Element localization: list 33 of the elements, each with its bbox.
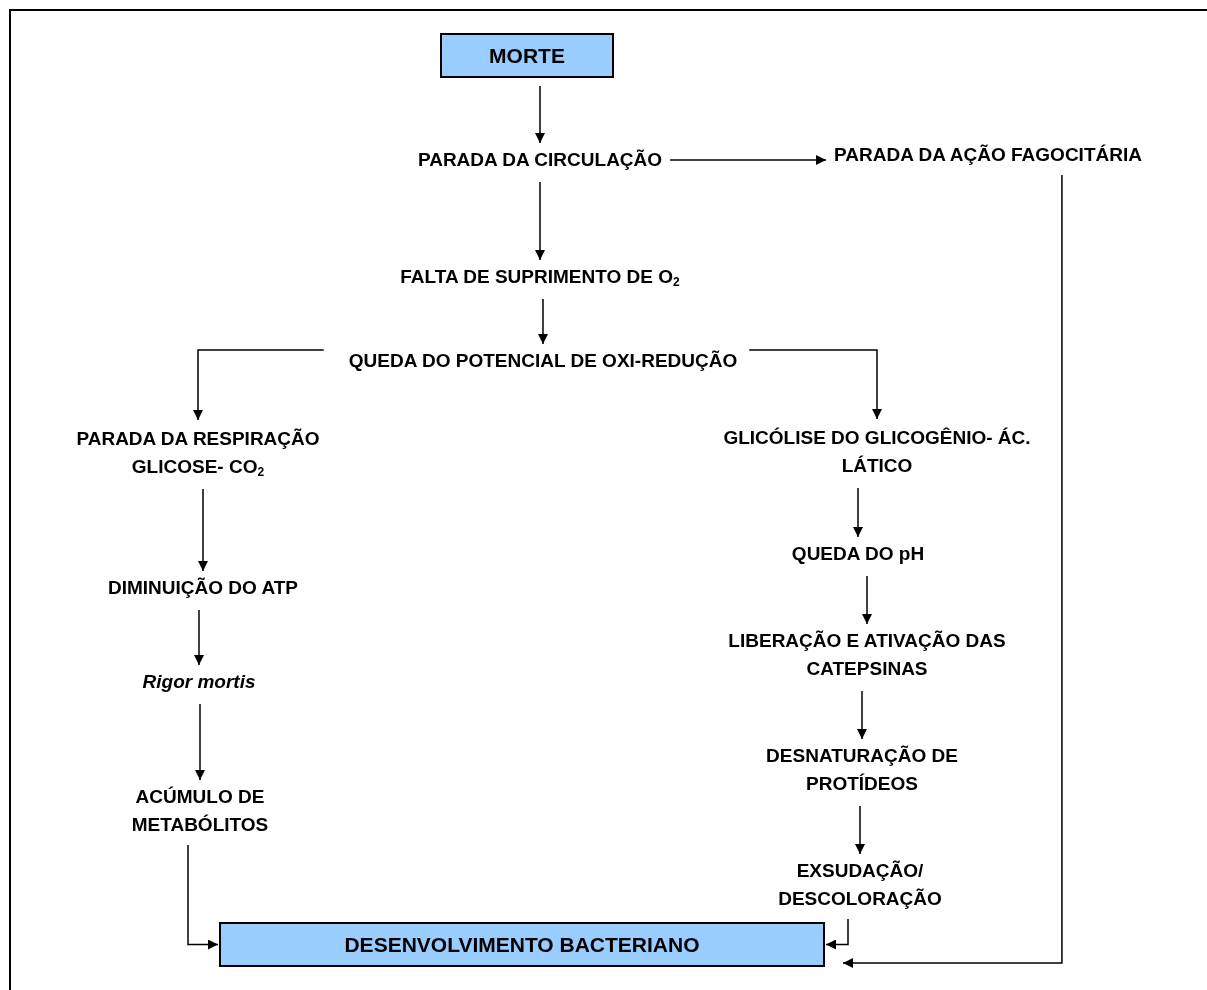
box-label: MORTE [489,43,565,68]
step-label: FALTA DE SUPRIMENTO DE O$_{2}$ [400,263,680,291]
step-label: PARADA DA CIRCULAÇÃO [417,146,663,174]
arrow [198,488,208,572]
process-box [440,33,614,78]
step-label: DIMINUIÇÃO DO ATP [108,574,298,602]
process-box [219,922,825,967]
step-label: DESNATURAÇÃO DE PROTÍDEOS [737,742,987,798]
step-label: ACÚMULO DE METABÓLITOS [112,783,288,839]
arrow [669,155,827,165]
arrow [857,690,867,740]
step-label: EXSUDAÇÃO/ DESCOLORAÇÃO [752,857,968,913]
arrow [853,487,863,538]
arrow [538,298,548,345]
arrow [187,844,219,950]
arrow [193,349,325,421]
step-label: GLICÓLISE DO GLICOGÊNIO- ÁC. LÁTICO [702,424,1052,480]
box-label: DESENVOLVIMENTO BACTERIANO [344,932,700,957]
step-label: LIBERAÇÃO E ATIVAÇÃO DAS CATEPSINAS [684,627,1050,683]
arrow [748,349,882,420]
arrow [535,85,545,144]
arrow [862,575,872,625]
step-label: PARADA DA AÇÃO FAGOCITÁRIA [834,141,1142,169]
step-label: PARADA DA RESPIRAÇÃO GLICOSE- CO$_{2}$ [38,425,358,481]
arrow [825,918,849,950]
step-label: QUEDA DO POTENCIAL DE OXI-REDUÇÃO [348,347,738,375]
arrow [195,703,205,781]
arrow [535,181,545,261]
step-label: Rigor mortis [142,668,256,696]
arrow [855,805,865,855]
step-label: QUEDA DO pH [791,540,925,568]
arrow [194,609,204,666]
arrow [842,174,1063,968]
